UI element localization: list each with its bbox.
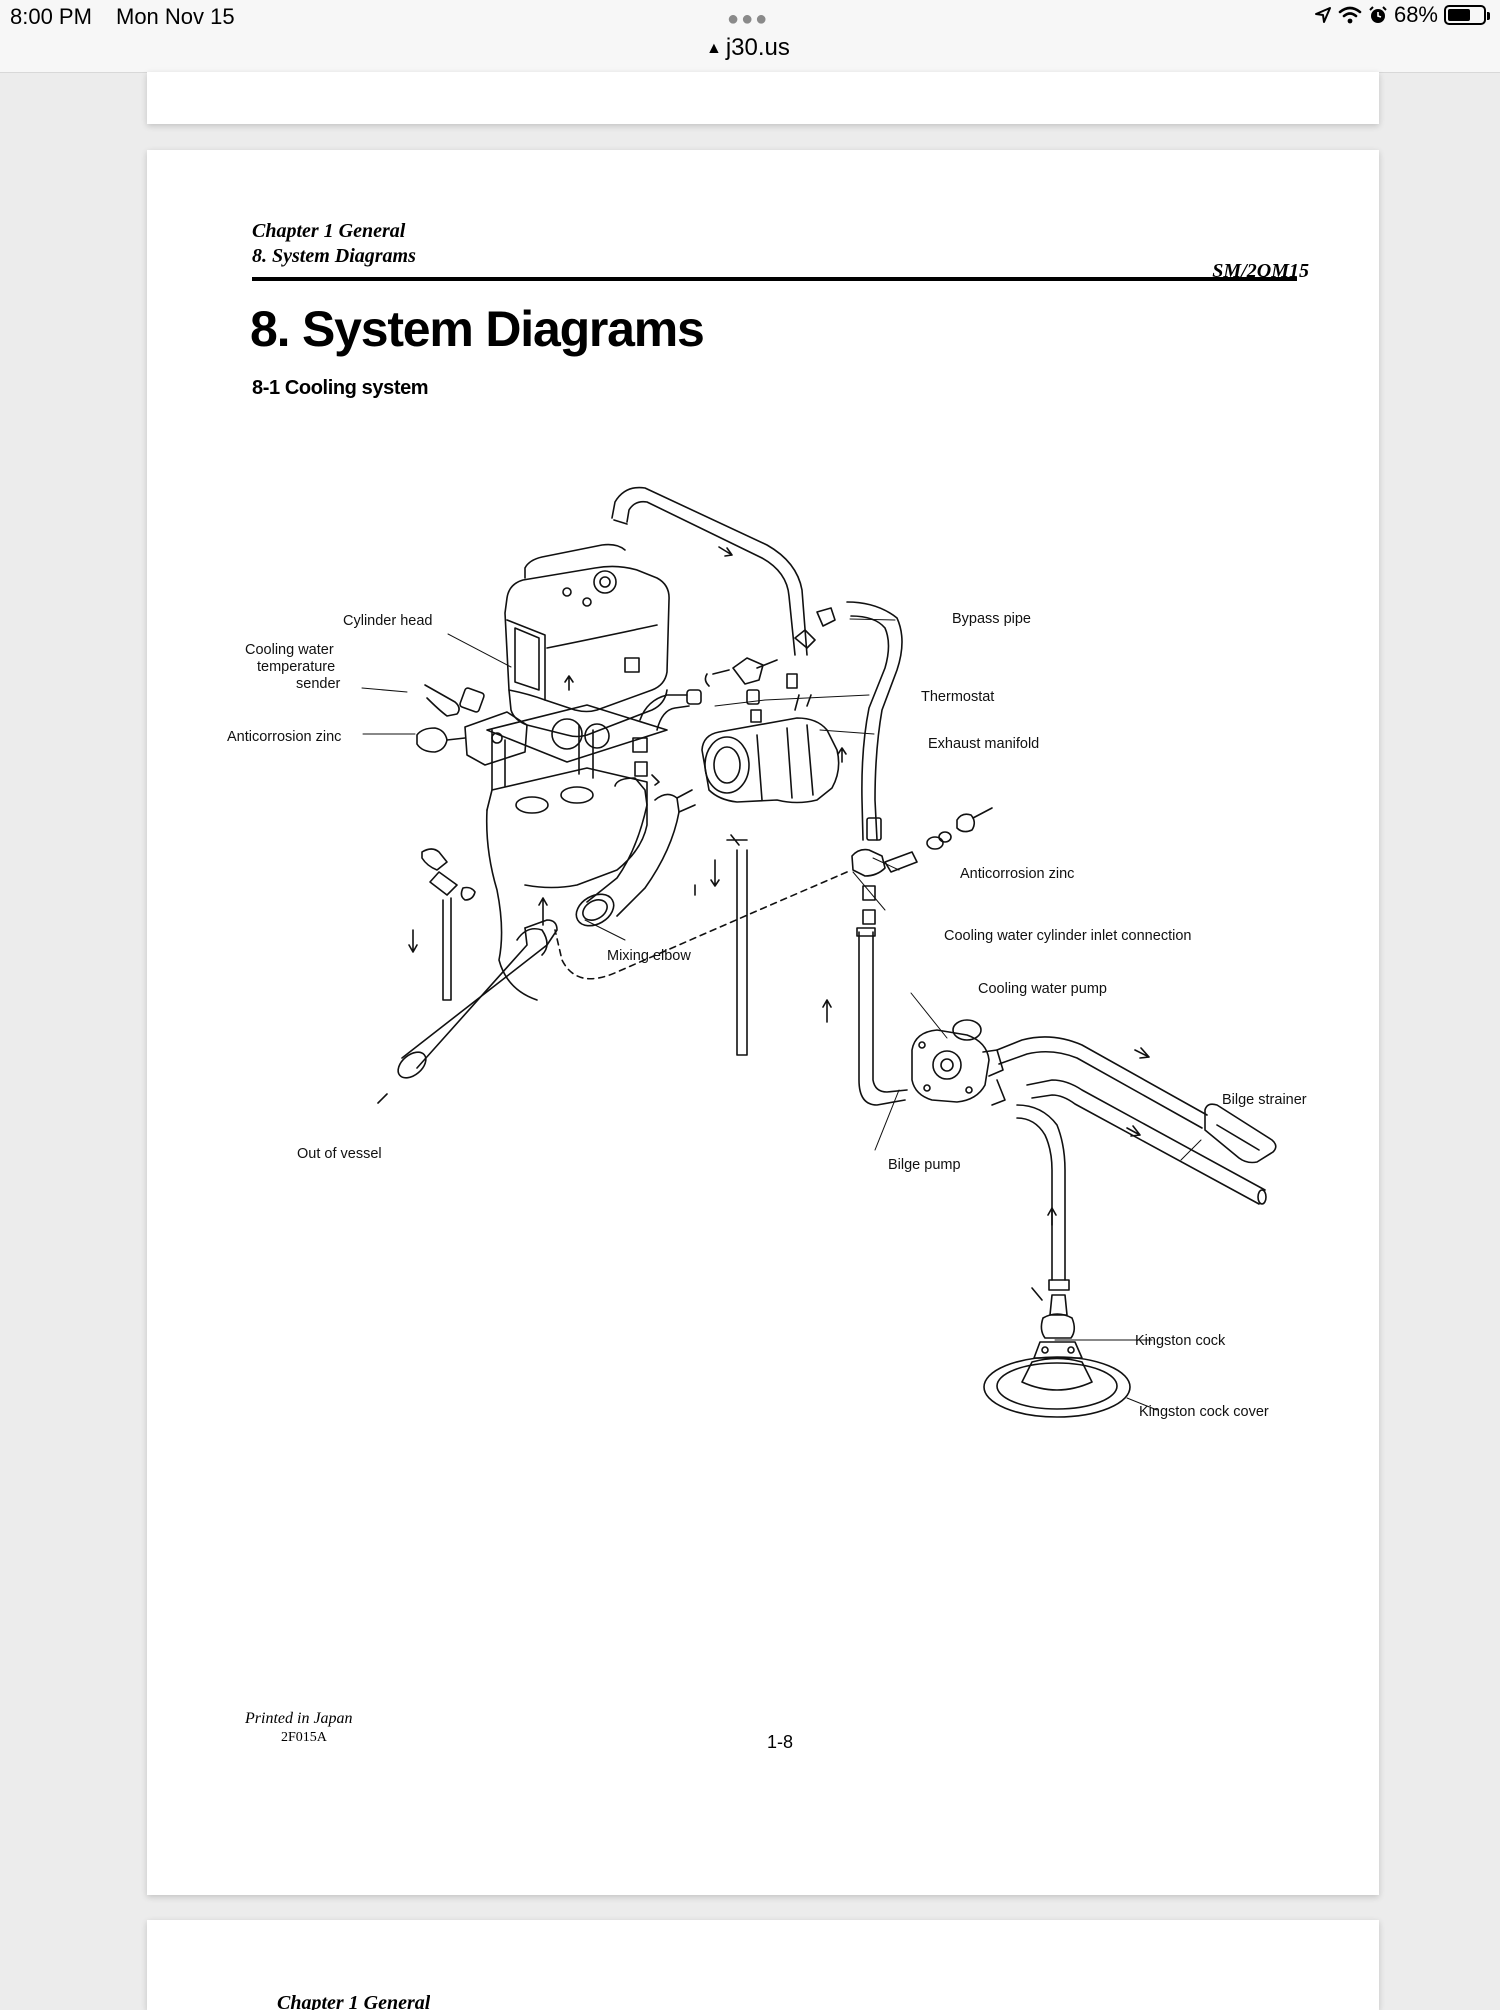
head-gasket (486, 704, 668, 763)
mixing-elbow (575, 777, 696, 927)
wifi-icon (1338, 6, 1362, 24)
alarm-icon (1369, 6, 1387, 23)
location-icon (1314, 7, 1331, 23)
bilge-hoses (996, 1036, 1267, 1291)
page-number: 1-8 (767, 1732, 794, 1752)
pump-inlet-hose (856, 927, 908, 1106)
label-sender-line2: temperature (257, 659, 335, 675)
flow-arrows (377, 546, 1150, 1226)
label-sender-line1: Cooling water (245, 642, 334, 658)
status-right-group: 68% (1314, 2, 1490, 28)
lock-icon: ▲ (706, 40, 722, 57)
zinc-right-assembly (851, 807, 993, 925)
kingston-cock-cover (983, 1356, 1131, 1418)
header-model: SM/2QM15 (1212, 260, 1309, 282)
label-thermostat: Thermostat (921, 689, 994, 705)
dashed-flow-line (554, 871, 848, 980)
status-time: 8:00 PM (10, 4, 92, 29)
label-inlet-connection: Cooling water cylinder inlet connection (944, 928, 1191, 944)
label-bilge-strainer: Bilge strainer (1222, 1092, 1307, 1108)
url-text: j30.us (725, 34, 790, 61)
status-date: Mon Nov 15 (116, 4, 235, 29)
battery-percent: 68% (1393, 2, 1438, 27)
leader-lines (361, 618, 1202, 1411)
kingston-cock (1031, 1287, 1083, 1359)
bilge-strainer (1204, 1103, 1277, 1164)
battery-icon (1444, 5, 1490, 25)
page-title: 8. System Diagrams (250, 301, 705, 357)
exhaust-hose-out (397, 919, 558, 1079)
label-anticorrosion-zinc-right: Anticorrosion zinc (960, 866, 1074, 882)
document-page: Chapter 1 General 8. System Diagrams SM/… (147, 150, 1379, 1895)
previous-page (147, 72, 1379, 124)
footer-code: 2F015A (281, 1730, 327, 1745)
more-dots-icon[interactable]: ●●● (727, 8, 770, 30)
cylinder-head (504, 543, 670, 738)
thermostat-assembly (632, 607, 836, 777)
cooling-water-pump (911, 1019, 1006, 1106)
label-cylinder-head: Cylinder head (343, 613, 432, 629)
center-drain-pipe (726, 834, 748, 1056)
label-kingston-cock: Kingston cock (1135, 1333, 1226, 1349)
label-kingston-cock-cover: Kingston cock cover (1139, 1404, 1269, 1420)
status-bar: 8:00 PM Mon Nov 15 ●●● ▲j30.us 68% (0, 0, 1500, 73)
label-out-of-vessel: Out of vessel (297, 1146, 382, 1162)
address-url[interactable]: ▲j30.us (706, 34, 790, 62)
label-cooling-water-pump: Cooling water pump (978, 981, 1107, 997)
header-section: 8. System Diagrams (252, 245, 416, 267)
next-page-header: Chapter 1 General (277, 1992, 431, 2010)
next-page: Chapter 1 General (147, 1920, 1379, 2010)
upper-hose (611, 486, 808, 656)
footer-printed: Printed in Japan (245, 1710, 353, 1727)
label-bilge-pump: Bilge pump (888, 1157, 961, 1173)
label-mixing-elbow: Mixing elbow (607, 948, 691, 964)
label-exhaust-manifold: Exhaust manifold (928, 736, 1039, 752)
left-drain-pipe (421, 848, 476, 1001)
cooling-system-diagram: Cylinder head Cooling water temperature … (227, 486, 1307, 1420)
cylinder-block (485, 724, 648, 1001)
sender-and-zinc-left (416, 684, 528, 766)
bypass-pipe (846, 601, 903, 841)
label-bypass-pipe: Bypass pipe (952, 611, 1031, 627)
exhaust-manifold (701, 694, 840, 804)
label-anticorrosion-zinc-left: Anticorrosion zinc (227, 729, 341, 745)
header-chapter: Chapter 1 General (252, 220, 406, 242)
label-sender-line3: sender (296, 676, 341, 692)
header-rule (252, 277, 1297, 281)
section-subtitle: 8-1 Cooling system (252, 377, 429, 399)
